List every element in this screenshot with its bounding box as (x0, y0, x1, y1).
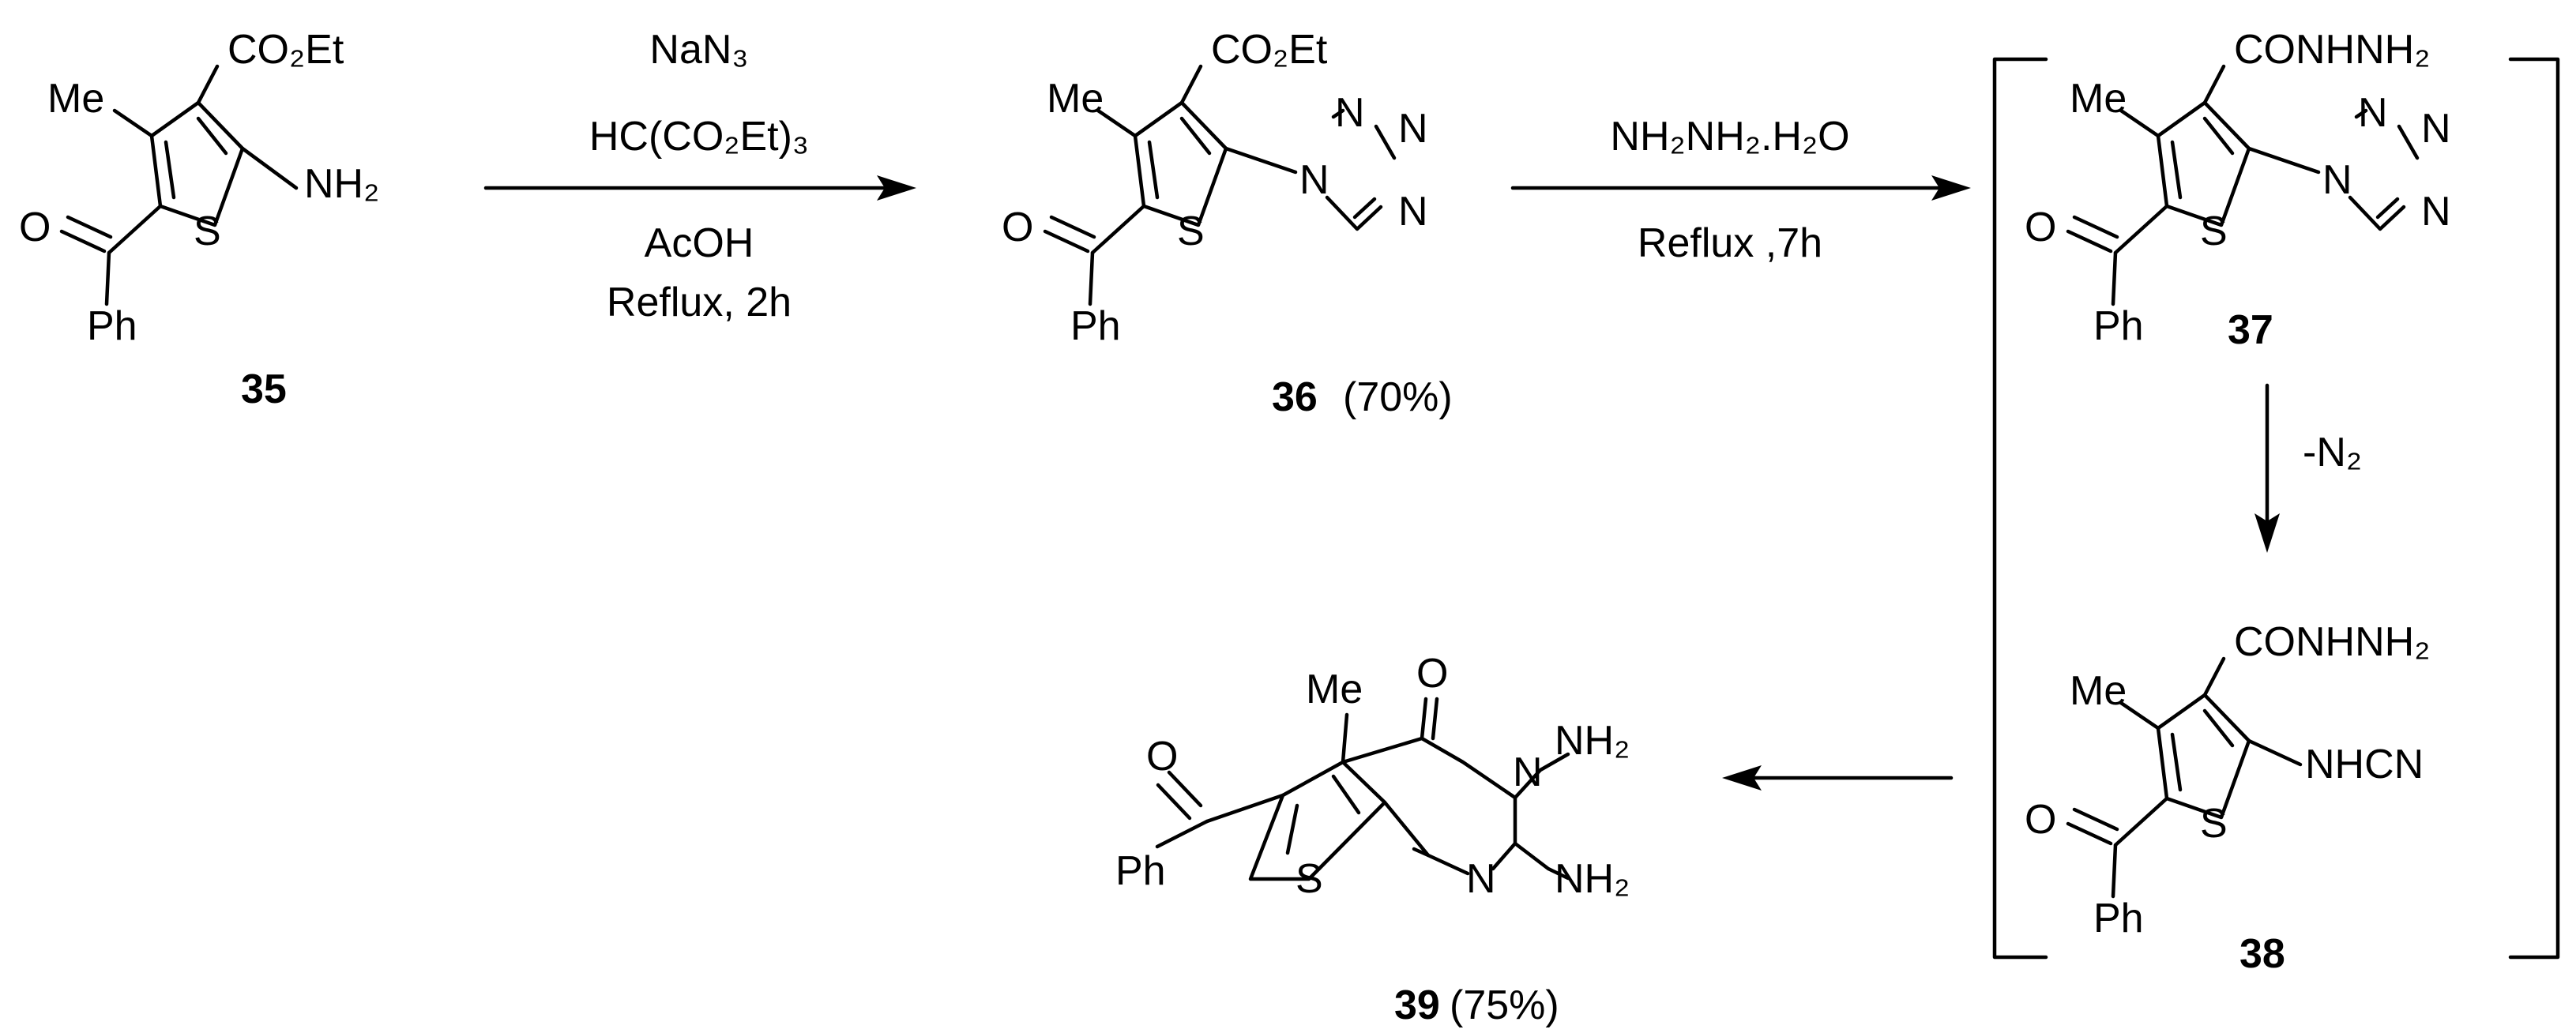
c38-ring-s-label: S (2200, 801, 2228, 847)
c39-amino2-label: NH₂ (1555, 856, 1630, 902)
c39-number: 39 (1394, 982, 1440, 1028)
compound-37: CONHNH₂ Me S O Ph N N N N 37 (2025, 27, 2451, 353)
arrow-step-3: -N₂ (2254, 383, 2362, 553)
c35-phenyl-label: Ph (87, 303, 137, 349)
c35-carbonyl-o-label: O (19, 205, 51, 250)
compound-36: CO₂Et Me S O Ph N N N N 36 (70%) (1002, 27, 1453, 420)
c39-ring-o-label: O (1416, 651, 1448, 697)
c39-yield: (75%) (1450, 982, 1559, 1028)
c36-tetrazole-n3: N (1398, 106, 1428, 152)
compound-38: CONHNH₂ NHCN Me S O Ph 38 (2025, 619, 2430, 977)
compound-39: Me O N NH₂ NH₂ N S O Ph 39 (75%) (1115, 651, 1630, 1028)
c35-ring-s-label: S (194, 208, 221, 254)
step2-conditions: Reflux ,7h (1638, 220, 1822, 266)
c36-methyl-label: Me (1047, 76, 1104, 122)
c37-tetrazole-n3: N (2421, 106, 2451, 152)
c36-ester-label: CO₂Et (1211, 27, 1328, 73)
arrow-step-4 (1722, 765, 1954, 791)
c39-n1-label: N (1466, 856, 1496, 902)
c38-carbonyl-o-label: O (2025, 797, 2056, 843)
c39-carbonyl-o-label: O (1146, 734, 1178, 779)
compound-35: CO₂Et NH₂ Me S O Ph 35 (19, 27, 379, 412)
c38-methyl-label: Me (2070, 668, 2127, 714)
c37-tetrazole-n1: N (2322, 157, 2352, 203)
step1-conditions: Reflux, 2h (607, 280, 792, 325)
c38-phenyl-label: Ph (2093, 896, 2144, 941)
c36-tetrazole-n4: N (1398, 189, 1428, 235)
c36-tetrazole-n2: N (1335, 90, 1365, 136)
step1-reagent1: NaN₃ (649, 27, 748, 73)
step3-loss: -N₂ (2303, 430, 2362, 475)
c37-hydrazide-label: CONHNH₂ (2234, 27, 2430, 73)
step2-reagent: NH₂NH₂.H₂O (1610, 114, 1849, 160)
c36-tetrazole-n1: N (1299, 157, 1329, 203)
intermediate-bracket (1992, 57, 2560, 960)
c36-phenyl-label: Ph (1070, 303, 1121, 349)
c37-number: 37 (2228, 307, 2273, 353)
c35-ester-label: CO₂Et (228, 27, 344, 73)
c37-carbonyl-o-label: O (2025, 205, 2056, 250)
c36-carbonyl-o-label: O (1002, 205, 1033, 250)
step1-reagent2: HC(CO₂Et)₃ (589, 114, 809, 160)
c37-tetrazole-n4: N (2421, 189, 2451, 235)
c38-number: 38 (2239, 931, 2285, 977)
c35-number: 35 (241, 366, 287, 412)
c36-ring-s-label: S (1177, 208, 1205, 254)
arrow-step-2: NH₂NH₂.H₂O Reflux ,7h (1510, 114, 1971, 266)
c38-cyanamide-label: NHCN (2305, 742, 2424, 787)
c39-amino3-label: NH₂ (1555, 718, 1630, 764)
c37-ring-s-label: S (2200, 208, 2228, 254)
c39-methyl-label: Me (1306, 667, 1363, 712)
c39-ring-s-label: S (1296, 856, 1323, 902)
c37-tetrazole-n2: N (2358, 90, 2388, 136)
c37-methyl-label: Me (2070, 76, 2127, 122)
c39-n3-label: N (1513, 749, 1543, 795)
step1-solvent: AcOH (645, 220, 754, 266)
c38-hydrazide-label: CONHNH₂ (2234, 619, 2430, 665)
arrow-step-1: NaN₃ HC(CO₂Et)₃ AcOH Reflux, 2h (483, 27, 916, 325)
c35-amine-label: NH₂ (304, 161, 379, 207)
c37-phenyl-label: Ph (2093, 303, 2144, 349)
c39-phenyl-label: Ph (1115, 848, 1166, 894)
c36-yield: (70%) (1343, 374, 1453, 420)
c36-number: 36 (1272, 374, 1318, 420)
c35-methyl-label: Me (47, 76, 104, 122)
